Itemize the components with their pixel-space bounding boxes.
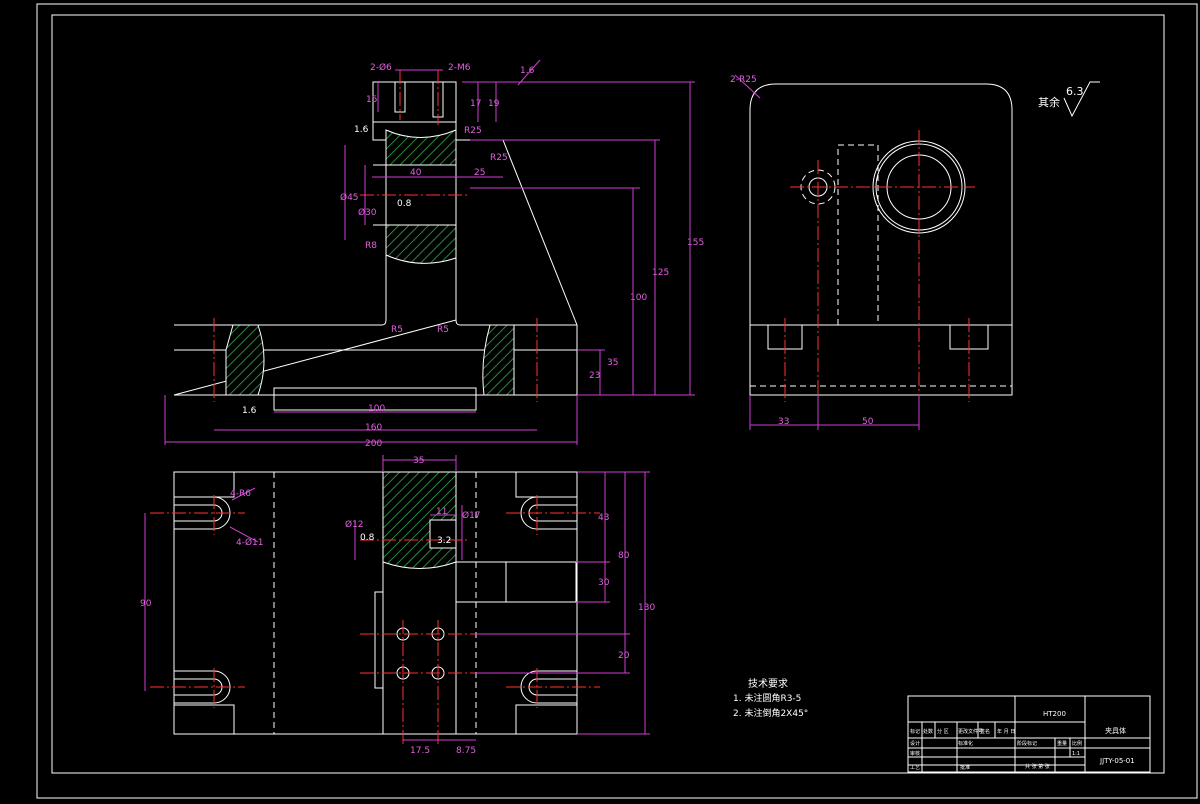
dim-phi45: Ø45 bbox=[340, 192, 359, 203]
top-outline bbox=[173, 471, 578, 735]
tb-c2: 处数 bbox=[923, 728, 933, 735]
dim-phi30: Ø30 bbox=[358, 207, 377, 218]
dim-phi17: Ø17 bbox=[462, 510, 481, 521]
dim-100: 100 bbox=[368, 404, 385, 414]
front-base bbox=[173, 319, 578, 396]
dim-50: 50 bbox=[862, 417, 874, 427]
inner-border bbox=[51, 14, 1165, 774]
dim-r25-top: R25 bbox=[464, 126, 482, 136]
dim-11: 11 bbox=[436, 507, 447, 517]
front-column bbox=[372, 81, 578, 326]
dim-r5a: R5 bbox=[391, 325, 403, 335]
dim-r8: R8 bbox=[365, 241, 377, 251]
technical-notes: 技术要求 1. 未注圆角R3-5 2. 未注倒角2X45° bbox=[733, 677, 808, 719]
section-hatch-top bbox=[385, 129, 457, 166]
dim-125: 125 bbox=[652, 268, 669, 278]
dim-8-75: 8.75 bbox=[456, 746, 476, 756]
tb-c16: 共 张 第 张 bbox=[1025, 763, 1050, 770]
dim-4r6: 4-R6 bbox=[230, 489, 251, 499]
section-hatch-right bbox=[482, 324, 515, 396]
top-dimensions: 35 4-R6 4-Ø11 Ø12 11 Ø17 0.8 3.2 90 43 3… bbox=[140, 455, 655, 756]
top-view bbox=[150, 471, 600, 745]
rough-1-6-left: 1.6 bbox=[354, 125, 369, 135]
dim-155: 155 bbox=[687, 238, 704, 248]
notes-line2: 2. 未注倒角2X45° bbox=[733, 707, 808, 719]
rough-1-6-top: 1.6 bbox=[520, 66, 535, 76]
tb-code: JJTY-05-01 bbox=[1099, 757, 1135, 765]
tb-material: HT200 bbox=[1043, 710, 1066, 718]
side-view bbox=[749, 83, 1013, 402]
dim-35-v: 35 bbox=[607, 358, 618, 368]
side-base bbox=[749, 324, 1013, 396]
dim-43: 43 bbox=[598, 513, 609, 523]
section-hatch-left bbox=[225, 324, 265, 396]
tb-c9: 阶段标记 bbox=[1017, 740, 1037, 747]
dim-19: 19 bbox=[488, 99, 500, 109]
notes-title: 技术要求 bbox=[748, 677, 788, 690]
tb-name: 夹具体 bbox=[1105, 726, 1126, 735]
dim-r25-mid: R25 bbox=[490, 153, 508, 163]
tb-c12: 审核 bbox=[910, 750, 920, 757]
tb-c13: 工艺 bbox=[910, 765, 920, 771]
dim-90: 90 bbox=[140, 599, 152, 609]
front-view bbox=[173, 70, 578, 411]
tb-c7: 设计 bbox=[910, 740, 920, 747]
qiyu-value: 6.3 bbox=[1066, 85, 1084, 98]
dim-15: 15 bbox=[366, 95, 377, 105]
dim-35-top: 35 bbox=[413, 456, 424, 466]
dim-200: 200 bbox=[365, 439, 382, 449]
dim-160: 160 bbox=[365, 423, 382, 433]
side-body bbox=[749, 83, 1013, 325]
dim-17-5: 17.5 bbox=[410, 746, 430, 756]
tb-c14: 批准 bbox=[960, 764, 970, 771]
dim-4phi11: 4-Ø11 bbox=[236, 537, 264, 548]
dim-phi12: Ø12 bbox=[345, 519, 364, 530]
tb-c11: 比例 bbox=[1072, 740, 1082, 747]
tb-c4: 更改文件号 bbox=[958, 728, 983, 735]
title-block: HT200 夹具体 JJTY-05-01 标记 处数 分 区 更改文件号 签名 … bbox=[907, 695, 1151, 773]
tb-c10: 重量 bbox=[1057, 740, 1067, 747]
qiyu-label: 其余 bbox=[1038, 95, 1060, 109]
dim-23: 23 bbox=[589, 371, 600, 381]
tb-c1: 标记 bbox=[910, 728, 920, 735]
side-dimensions: 2-R25 33 50 bbox=[730, 74, 920, 430]
base-slot bbox=[273, 387, 477, 411]
dim-40: 40 bbox=[410, 168, 422, 178]
general-roughness: 其余 6.3 bbox=[1038, 81, 1100, 118]
rough-0-8: 0.8 bbox=[397, 199, 412, 209]
dim-2phi6: 2-Ø6 bbox=[370, 62, 392, 73]
tb-c6: 年 月 日 bbox=[997, 728, 1015, 735]
outer-border bbox=[36, 3, 1198, 799]
notes-line1: 1. 未注圆角R3-5 bbox=[733, 692, 801, 704]
dim-25: 25 bbox=[474, 168, 485, 178]
dim-100-h: 100 bbox=[630, 293, 647, 303]
dim-2r25: 2-R25 bbox=[730, 75, 757, 85]
dim-2m6: 2-M6 bbox=[448, 63, 471, 73]
rough-3-2-top: 3.2 bbox=[437, 536, 451, 546]
tb-c3: 分 区 bbox=[937, 728, 949, 735]
dim-17: 17 bbox=[470, 99, 481, 109]
tb-c15: 1:1 bbox=[1072, 751, 1080, 757]
section-hatch-bottom bbox=[385, 224, 457, 264]
rough-0-8-top: 0.8 bbox=[360, 533, 375, 543]
tb-c5: 签名 bbox=[980, 728, 990, 735]
rough-1-6-base: 1.6 bbox=[242, 406, 257, 416]
dim-33: 33 bbox=[778, 417, 789, 427]
dim-r5b: R5 bbox=[437, 325, 449, 335]
dim-130: 130 bbox=[638, 603, 655, 613]
dim-80: 80 bbox=[618, 551, 630, 561]
tb-c8: 标准化 bbox=[958, 740, 973, 747]
dim-20: 20 bbox=[618, 651, 630, 661]
dim-30: 30 bbox=[598, 578, 610, 588]
front-dimensions: 2-Ø6 2-M6 1.6 15 17 19 R25 R25 Ø45 Ø30 4… bbox=[164, 59, 704, 449]
